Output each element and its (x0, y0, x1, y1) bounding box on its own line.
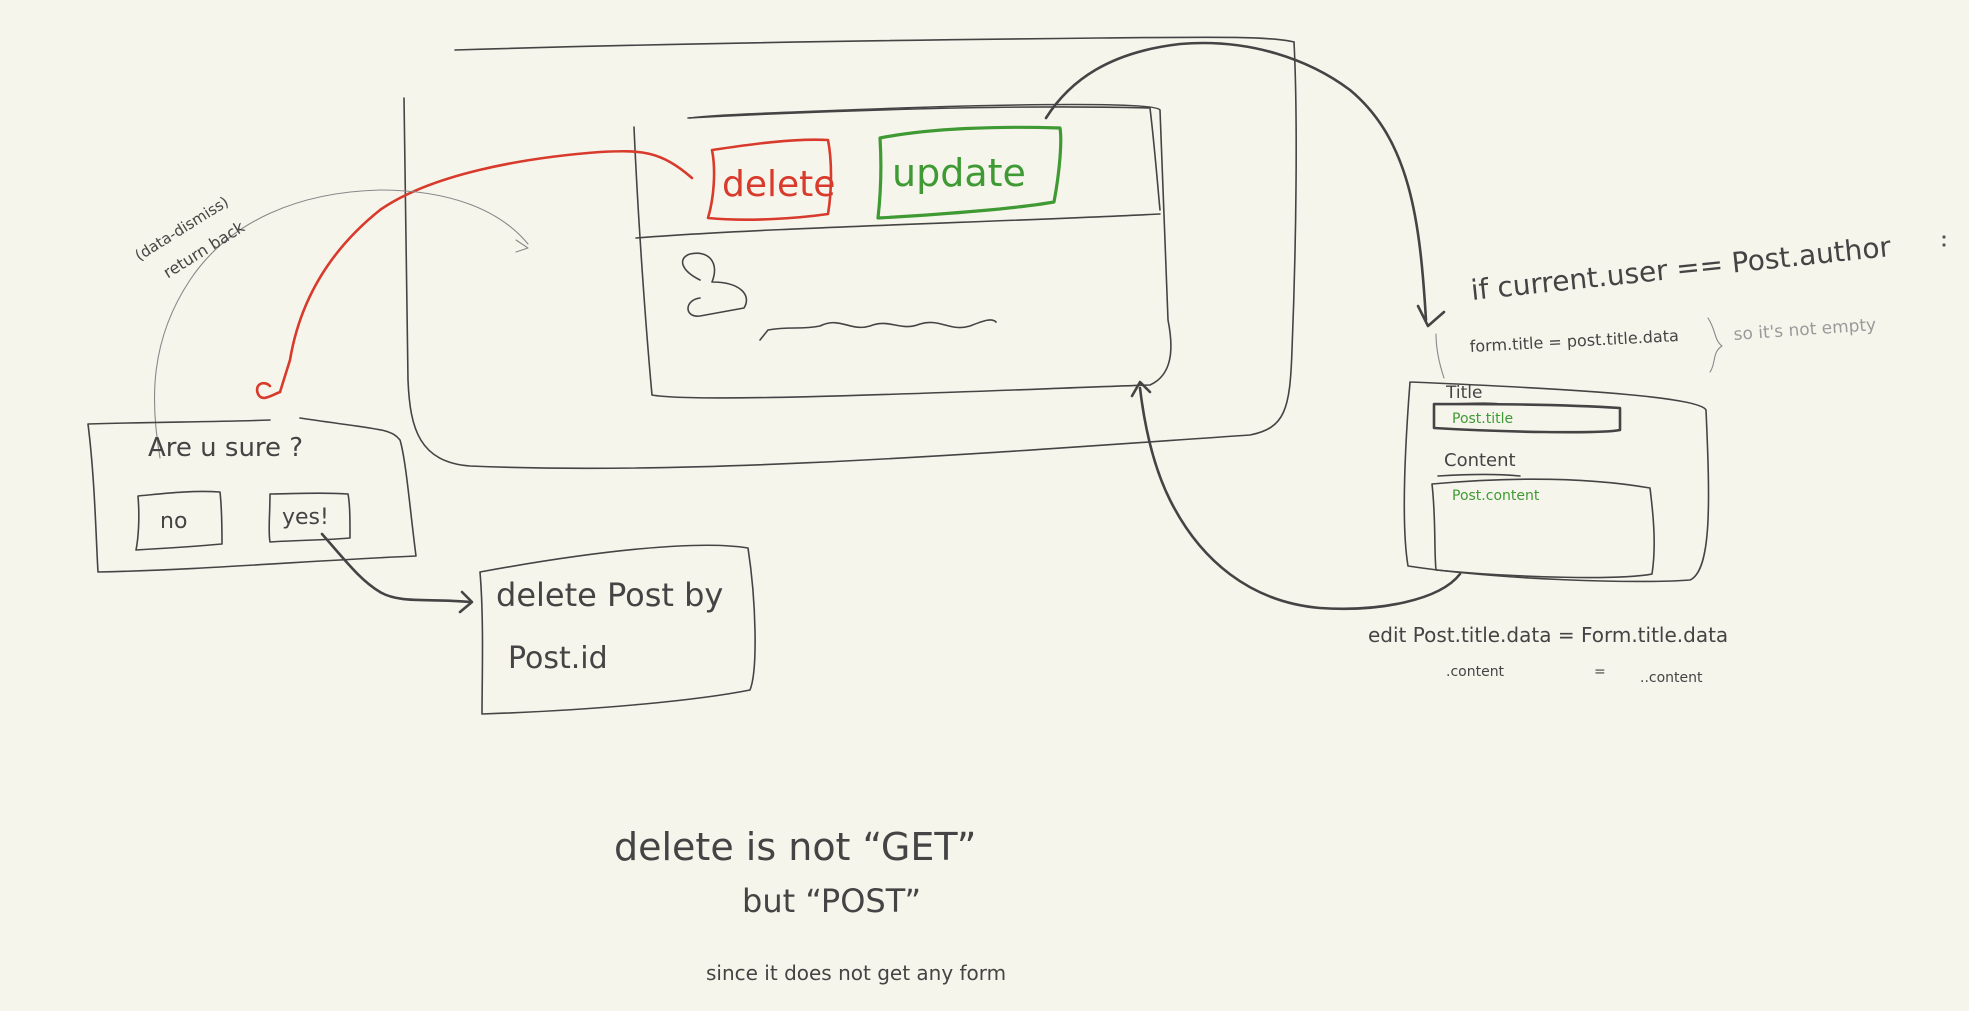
card-divider (635, 213, 1161, 239)
condition-to-form-arrow (1435, 333, 1445, 379)
delete-label: delete (722, 164, 835, 205)
content-label-underline (1437, 473, 1521, 477)
post-card (633, 103, 1172, 399)
condition-dot-2 (1942, 235, 1946, 239)
update-label: update (892, 151, 1026, 195)
method-note-line1: delete is not “GET” (614, 825, 976, 869)
condition-dot (1942, 243, 1946, 247)
delete-button[interactable]: delete (706, 138, 835, 221)
title-input[interactable]: Post.title (1432, 402, 1622, 434)
page-frame (403, 41, 1297, 470)
yes-label: yes! (282, 505, 329, 530)
condition-not-empty-note: so it's not empty (1733, 315, 1877, 345)
edit-note-line2-right: ..content (1640, 670, 1703, 686)
red-arrow-curl (255, 381, 282, 400)
dismiss-note: (data-dismiss) return back (132, 193, 249, 282)
content-textarea[interactable]: Post.content (1431, 478, 1655, 579)
title-label: Title (1445, 383, 1482, 403)
yes-to-delete-arrow (320, 532, 472, 604)
yes-to-delete-arrow-head (458, 590, 474, 614)
update-button[interactable]: update (876, 125, 1063, 220)
no-button[interactable]: no (135, 490, 223, 551)
condition-form-title: form.title = post.title.data (1469, 326, 1679, 356)
form-to-card-arrow-head (1130, 380, 1152, 398)
edit-note-line2-eq: = (1594, 664, 1606, 680)
condition-block: if current.user == Post.author form.titl… (1469, 230, 1946, 373)
edit-note: edit Post.title.data = Form.title.data .… (1368, 623, 1728, 686)
title-input-value: Post.title (1452, 411, 1513, 427)
delete-action-line2: Post.id (508, 641, 608, 676)
method-note-line3: since it does not get any form (706, 961, 1006, 985)
edit-note-line2-left: .content (1446, 664, 1505, 680)
confirm-modal: Are u sure ? (87, 417, 417, 573)
form-to-card-arrow (1138, 386, 1462, 611)
post-text-squiggle (759, 319, 997, 341)
condition-if: if current.user == Post.author (1469, 230, 1893, 307)
delete-to-modal-arrow (278, 149, 694, 394)
delete-action-line1: delete Post by (496, 576, 723, 614)
dismiss-arrow-head (515, 239, 529, 253)
delete-action-box: delete Post by Post.id (479, 544, 756, 715)
content-label: Content (1444, 450, 1516, 471)
no-label: no (160, 509, 187, 534)
dismiss-return-arrow (153, 189, 529, 459)
method-note-line2: but “POST” (742, 882, 921, 920)
avatar-icon (681, 252, 748, 317)
condition-brace (1707, 317, 1723, 373)
yes-button[interactable]: yes! (268, 492, 351, 543)
edit-note-line1: edit Post.title.data = Form.title.data (1368, 623, 1728, 647)
update-to-condition-arrow-head (1416, 304, 1446, 328)
content-textarea-value: Post.content (1452, 488, 1540, 504)
method-note: delete is not “GET” but “POST” since it … (614, 825, 1006, 985)
confirm-question: Are u sure ? (148, 433, 303, 463)
update-to-condition-arrow (1044, 41, 1428, 322)
page-frame-top (454, 36, 1295, 51)
